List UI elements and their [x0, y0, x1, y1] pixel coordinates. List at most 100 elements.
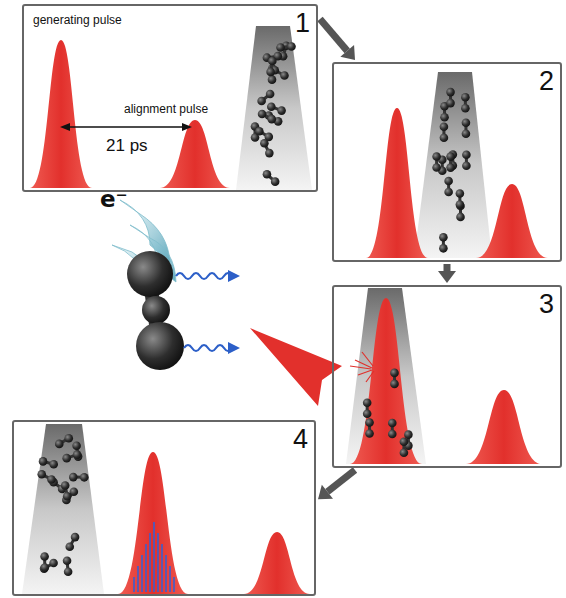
laser-pulse: [476, 184, 548, 258]
step-number: 4: [293, 424, 308, 455]
atom: [432, 152, 441, 161]
harmonic-emission: [176, 273, 232, 351]
atom: [287, 42, 296, 51]
atom: [80, 473, 89, 482]
atom: [363, 398, 372, 407]
gas-jet: [346, 288, 426, 464]
atom: [266, 68, 275, 77]
step-panel: 3: [332, 285, 562, 468]
arrow-head: [438, 271, 456, 283]
laser-pulse: [366, 108, 428, 258]
step-number: 3: [539, 289, 554, 320]
atom: [271, 177, 280, 186]
laser-pulse: [30, 40, 92, 188]
atom: [257, 97, 266, 106]
atom: [365, 429, 374, 438]
atom: [268, 115, 277, 124]
atom: [64, 567, 73, 576]
atom: [268, 75, 277, 84]
atom: [258, 110, 267, 119]
gas-jet: [236, 26, 312, 190]
step-number: 2: [539, 66, 554, 97]
atom: [63, 556, 72, 565]
atom: [388, 419, 397, 428]
step-arrow: [438, 264, 456, 283]
atom: [265, 149, 274, 158]
atom: [440, 133, 449, 142]
laser-pulse: [244, 532, 310, 594]
gas-jet: [22, 424, 104, 594]
step-panel: 2: [332, 62, 562, 262]
atom: [280, 71, 289, 80]
atom: [255, 127, 264, 136]
atom: [61, 481, 70, 490]
atom: [446, 99, 455, 108]
laser-pulse: [160, 120, 230, 188]
atom: [263, 170, 272, 179]
atom: [65, 542, 74, 551]
atom: [71, 533, 80, 542]
atom: [62, 454, 71, 463]
arrow-head: [318, 485, 333, 499]
atom: [55, 440, 64, 449]
atom: [462, 161, 471, 170]
laser-pulse: [118, 452, 188, 594]
gas-jet: [414, 72, 492, 258]
atom: [400, 438, 409, 447]
atom: [400, 449, 409, 458]
atom: [276, 43, 285, 52]
atom: [69, 473, 78, 482]
zoom-pointer: [250, 328, 342, 406]
molecule: [127, 251, 184, 370]
arrow-shaft: [320, 19, 347, 51]
atom: [388, 430, 397, 439]
atom: [404, 430, 413, 439]
laser-pulse: [466, 390, 542, 464]
laser-pulse: [350, 298, 422, 464]
ionization-spark: [350, 352, 374, 382]
harmonic-spikes: [134, 522, 174, 592]
atom: [456, 189, 465, 198]
atom: [72, 441, 81, 450]
atom: [456, 200, 465, 209]
atom: [37, 470, 46, 479]
atom: [49, 460, 58, 469]
pulse-label: generating pulse: [33, 13, 122, 27]
atom: [363, 409, 372, 418]
atom: [439, 233, 448, 242]
atom: [446, 88, 455, 97]
atom: [462, 118, 471, 127]
atom: [446, 152, 455, 161]
atom: [440, 113, 449, 122]
atom: [73, 450, 82, 459]
atom: [439, 244, 448, 253]
pulse-label: alignment pulse: [124, 102, 208, 116]
electron-label: e⁻: [100, 186, 128, 212]
atom: [64, 434, 73, 443]
atom: [446, 163, 455, 172]
arrow-head: [340, 45, 355, 60]
step-panel: 1 generating pulse alignment pulse 21 ps: [22, 4, 318, 192]
atom: [390, 369, 399, 378]
atom: [456, 213, 465, 222]
atom: [461, 93, 470, 102]
atom: [444, 188, 453, 197]
delay-label: 21 ps: [106, 136, 148, 156]
step-arrow: [320, 19, 355, 60]
arrow-shaft: [444, 264, 451, 271]
atom: [461, 104, 470, 113]
step-number: 1: [295, 8, 310, 39]
atom: [260, 139, 269, 148]
step-panel: 4: [12, 420, 316, 596]
atom: [277, 106, 286, 115]
step-arrow: [318, 470, 355, 499]
arrow-shaft: [327, 470, 355, 492]
atom: [41, 563, 50, 572]
atom: [462, 129, 471, 138]
atom: [462, 150, 471, 159]
atom: [390, 380, 399, 389]
atom: [49, 559, 58, 568]
atom: [266, 90, 275, 99]
atom: [47, 475, 56, 484]
delay-arrow: [60, 123, 192, 131]
